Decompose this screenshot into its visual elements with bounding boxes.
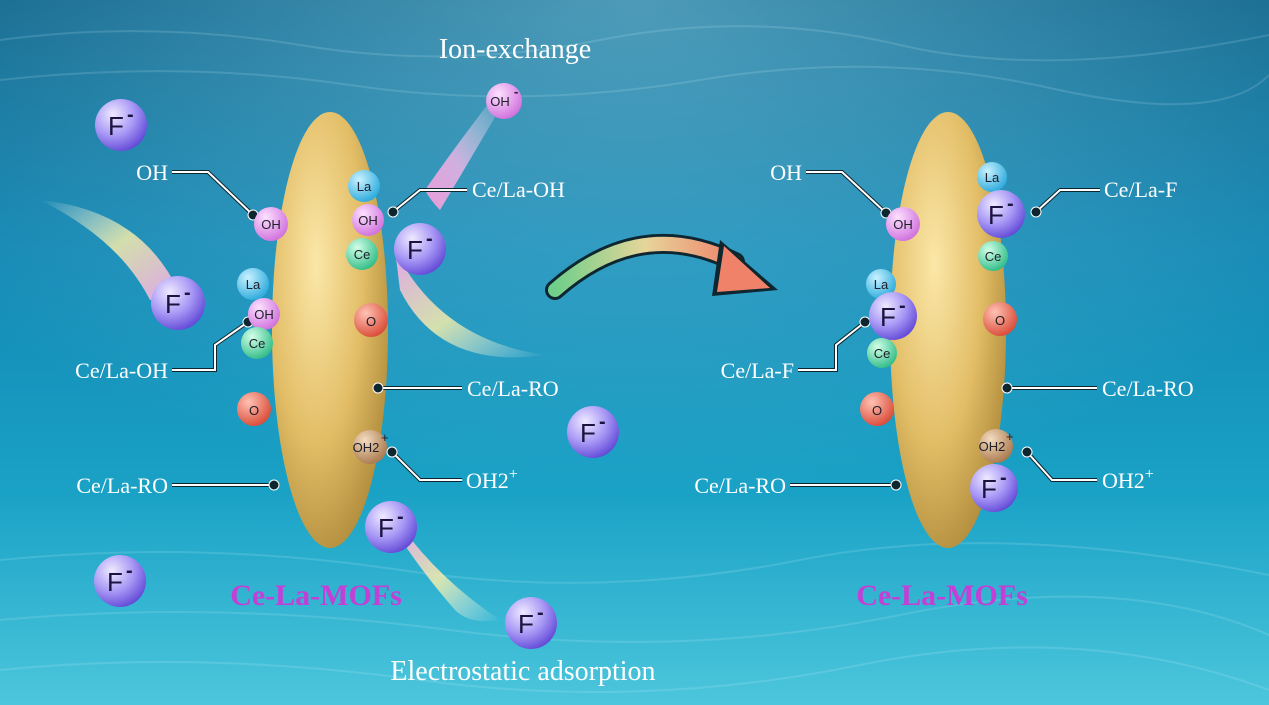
fluoride-ion: F- (151, 276, 205, 330)
label-oh: OH (136, 160, 168, 185)
label-ce-la-oh: Ce/La-OH (472, 177, 565, 202)
svg-text:Ce: Ce (985, 249, 1002, 264)
label-ce-la-f: Ce/La-F (1104, 177, 1177, 202)
fluoride-ion: F- (394, 223, 446, 275)
callout-lines-left (172, 170, 467, 487)
svg-text:La: La (985, 170, 1000, 185)
svg-text:-: - (1007, 193, 1014, 215)
svg-text:F: F (378, 513, 394, 543)
transition-arrow (545, 233, 778, 300)
svg-text:OH2: OH2 (353, 440, 380, 455)
svg-text:-: - (1000, 467, 1007, 489)
atom-oh: OH (886, 207, 920, 241)
svg-text:+: + (1006, 429, 1014, 444)
svg-text:F: F (108, 111, 124, 141)
mof-title-right: Ce-La-MOFs (856, 579, 1028, 612)
svg-text:F: F (107, 567, 123, 597)
svg-text:Ce: Ce (354, 247, 371, 262)
svg-text:OH: OH (490, 94, 510, 109)
atom-oh2: OH2 + (353, 430, 389, 464)
label-ce-la-ro: Ce/La-RO (76, 473, 168, 498)
svg-text:La: La (246, 277, 261, 292)
atom-oh: OH (254, 207, 288, 241)
svg-text:+: + (381, 430, 389, 445)
svg-text:-: - (426, 228, 433, 250)
svg-text:-: - (899, 295, 906, 317)
motion-trail (395, 250, 545, 358)
svg-text:F: F (880, 302, 896, 332)
atom-oh: OH (352, 204, 384, 236)
svg-text:La: La (874, 277, 889, 292)
svg-text:Ce: Ce (874, 346, 891, 361)
atom-la: La (977, 162, 1007, 192)
atom-ce: Ce (241, 327, 273, 359)
atom-o: O (983, 302, 1017, 336)
fluoride-ion: F- (365, 501, 417, 553)
atom-o: O (237, 392, 271, 426)
fluoride-ion: F- (567, 406, 619, 458)
svg-text:OH2: OH2 (979, 439, 1006, 454)
svg-text:O: O (872, 403, 882, 418)
svg-text:Ce: Ce (249, 336, 266, 351)
caption-ion-exchange: Ion-exchange (439, 34, 591, 65)
svg-text:F: F (580, 418, 596, 448)
hydroxide-ion: OH - (486, 83, 522, 119)
svg-text:F: F (518, 609, 534, 639)
atom-la: La (866, 269, 896, 299)
atom-la: La (348, 170, 380, 202)
fluoride-ion: F- (505, 597, 557, 649)
label-oh2-plus: OH2+ (466, 466, 518, 493)
atom-o: O (860, 392, 894, 426)
mof-title-left: Ce-La-MOFs (230, 579, 402, 612)
caption-electrostatic-adsorption: Electrostatic adsorption (390, 656, 655, 687)
motion-trail (40, 200, 178, 300)
atom-o: O (354, 303, 388, 337)
label-ce-la-ro: Ce/La-RO (694, 473, 786, 498)
svg-text:O: O (366, 314, 376, 329)
svg-text:OH: OH (261, 217, 281, 232)
svg-text:O: O (249, 403, 259, 418)
svg-text:OH: OH (358, 213, 378, 228)
callout-dots-right (859, 206, 1042, 491)
fluoride-ion-bound: F- (869, 292, 917, 340)
atom-ce: Ce (978, 241, 1008, 271)
svg-text:-: - (126, 560, 133, 582)
fluoride-ion: F- (95, 99, 147, 151)
svg-text:-: - (184, 282, 191, 304)
svg-text:F: F (981, 474, 997, 504)
atom-oh: OH (248, 298, 280, 330)
surface-ripples (0, 25, 1269, 693)
svg-text:-: - (537, 602, 544, 624)
svg-text:-: - (514, 84, 518, 99)
svg-text:-: - (397, 506, 404, 528)
callout-lines-right (790, 170, 1100, 487)
label-oh: OH (770, 160, 802, 185)
svg-text:-: - (127, 104, 134, 126)
atom-ce: Ce (346, 238, 378, 270)
svg-text:OH: OH (893, 217, 913, 232)
svg-text:F: F (407, 235, 423, 265)
fluoride-ion: F- (94, 555, 146, 607)
atom-la: La (237, 268, 269, 300)
label-ce-la-f: Ce/La-F (721, 358, 794, 383)
svg-text:La: La (357, 179, 372, 194)
svg-text:F: F (165, 289, 181, 319)
label-ce-la-ro: Ce/La-RO (1102, 376, 1194, 401)
svg-text:F: F (988, 200, 1004, 230)
fluoride-ion-bound: F- (970, 464, 1018, 512)
atom-ce: Ce (867, 338, 897, 368)
atom-oh2: OH2 + (979, 429, 1014, 463)
label-ce-la-oh: Ce/La-OH (75, 358, 168, 383)
fluoride-ion-bound: F- (977, 190, 1025, 238)
label-oh2-plus: OH2+ (1102, 466, 1154, 493)
svg-text:-: - (599, 411, 606, 433)
label-ce-la-ro: Ce/La-RO (467, 376, 559, 401)
svg-text:O: O (995, 313, 1005, 328)
motion-trail (425, 95, 505, 210)
svg-text:OH: OH (254, 307, 274, 322)
